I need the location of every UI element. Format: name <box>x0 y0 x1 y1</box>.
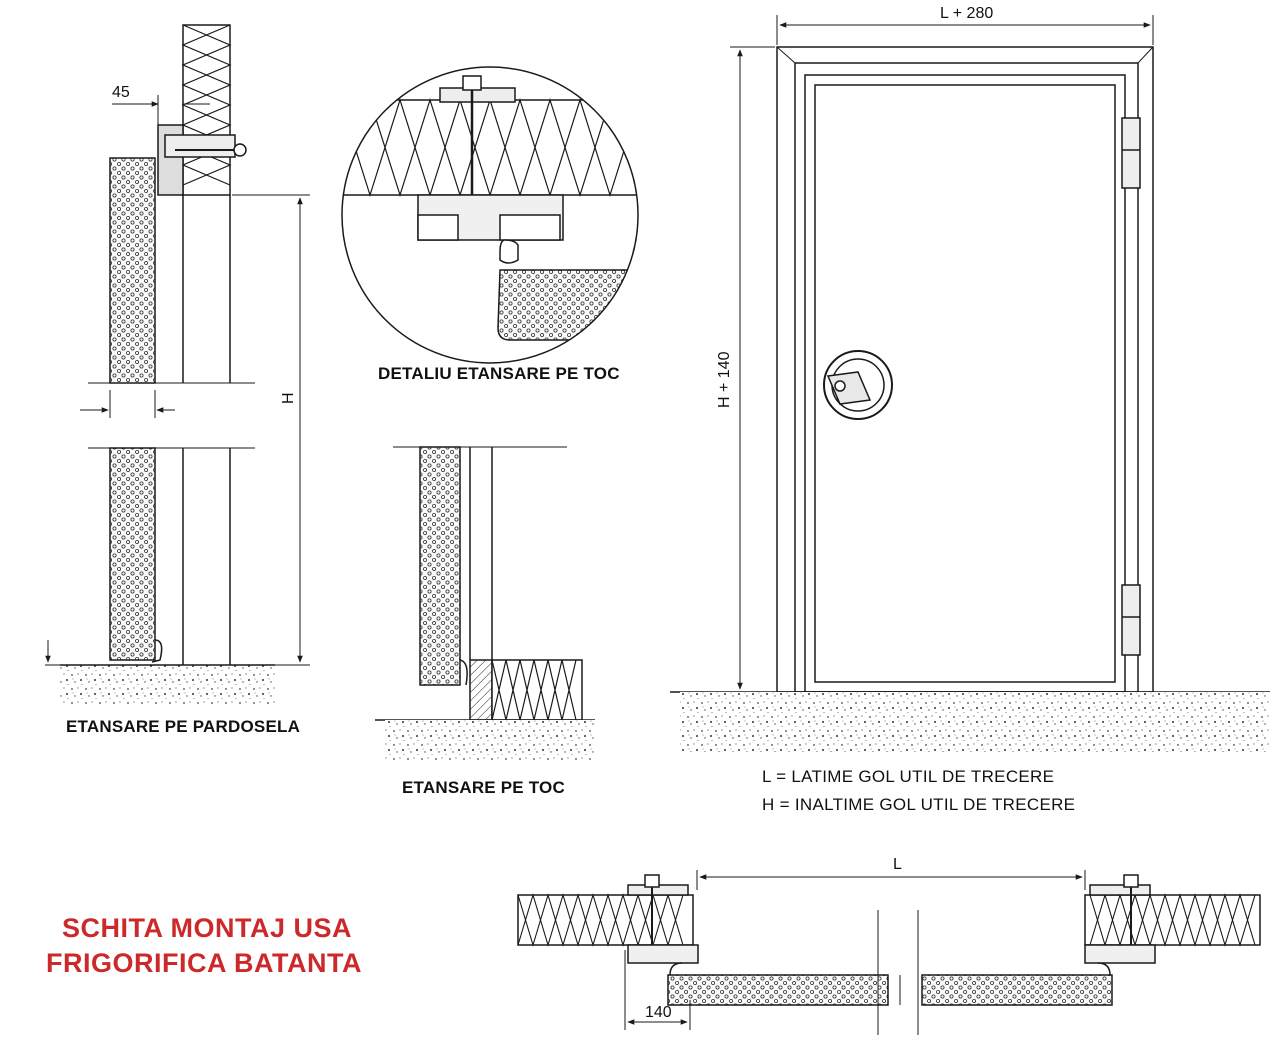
legend-height-definition: H = INALTIME GOL UTIL DE TRECERE <box>762 795 1076 814</box>
legend-width-definition: L = LATIME GOL UTIL DE TRECERE <box>762 767 1055 786</box>
floor-seal-section <box>45 24 310 705</box>
title-line-1: SCHITA MONTAJ USA <box>62 913 352 943</box>
dimension-frame-depth: 140 <box>645 1004 672 1021</box>
dimension-clear-width: L <box>893 856 902 873</box>
frame-seal-section <box>375 446 595 762</box>
door-plan-section <box>517 870 1261 1035</box>
dimension-wall-offset: 45 <box>112 84 130 101</box>
title-line-2: FRIGORIFICA BATANTA <box>46 948 362 978</box>
dimension-height: H <box>280 392 297 404</box>
frame-seal-detail-circle <box>341 66 639 364</box>
caption-floor-seal: ETANSARE PE PARDOSELA <box>66 717 301 736</box>
caption-frame-seal-detail: DETALIU ETANSARE PE TOC <box>378 364 620 383</box>
caption-frame-seal: ETANSARE PE TOC <box>402 778 565 797</box>
door-front-elevation <box>670 15 1270 752</box>
dimension-overall-height: H + 140 <box>716 351 733 408</box>
dimension-overall-width: L + 280 <box>940 5 994 22</box>
